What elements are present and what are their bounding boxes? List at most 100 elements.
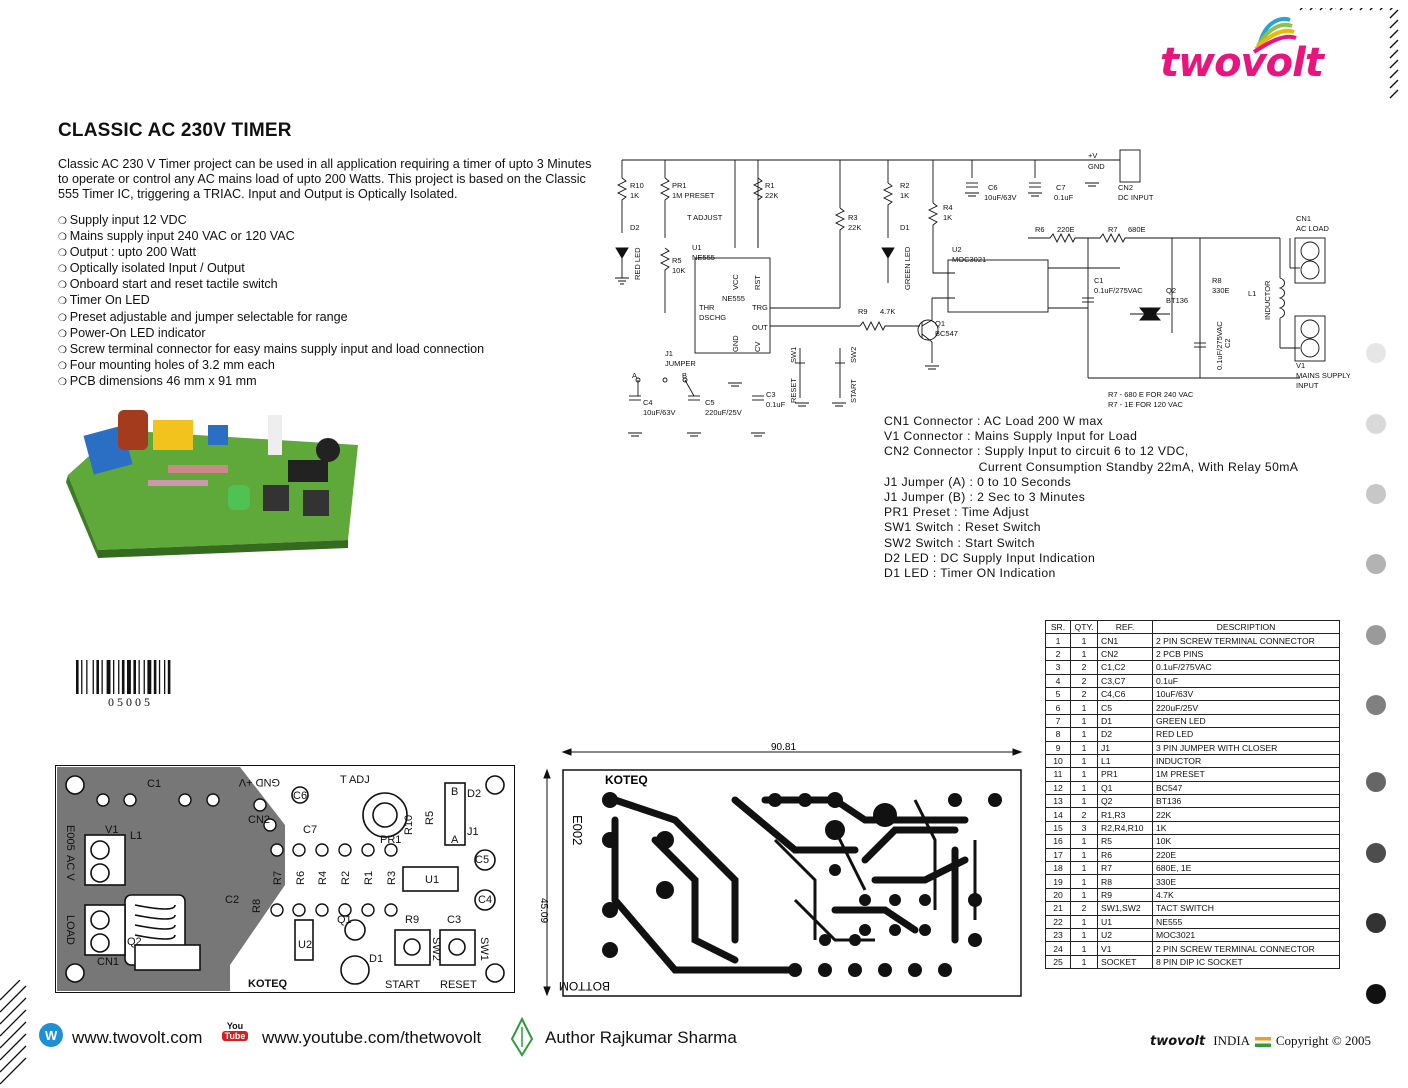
label-start: START — [849, 379, 858, 403]
circuit-schematic: R10 1K PR1 1M PRESET T ADJUST R1 22K R3 … — [610, 148, 1351, 437]
label-c1-value: 0.1uF/275VAC — [1094, 286, 1143, 295]
label-rst: RST — [753, 275, 762, 290]
decorative-dot — [1366, 414, 1386, 434]
label-j1: J1 — [665, 349, 673, 358]
bom-cell-ref: R1,R3 — [1097, 807, 1153, 822]
silk-a: A — [451, 834, 459, 846]
bom-cell-qty: 2 — [1070, 686, 1098, 702]
youtube-link[interactable]: www.youtube.com/thetwovolt — [262, 1028, 482, 1047]
label-cv: CV — [753, 342, 762, 352]
silk-r4: R4 — [317, 871, 329, 885]
label-c3-value: 0.1uF — [766, 400, 786, 409]
label-pr1: PR1 — [672, 181, 687, 190]
bom-cell-description: 330E — [1152, 874, 1340, 889]
copper-code: E002 — [570, 815, 585, 845]
label-d1: D1 — [900, 223, 910, 232]
pen-nib-icon — [510, 1017, 534, 1057]
author-credit: Author Rajkumar Sharma — [545, 1028, 737, 1047]
bom-cell-qty: 1 — [1070, 887, 1098, 903]
bom-cell-sr: 5 — [1045, 686, 1071, 702]
bom-cell-ref: R7 — [1097, 861, 1153, 876]
bom-header-sr: SR. — [1045, 619, 1071, 635]
note-line: Current Consumption Standby 22mA, With R… — [884, 459, 1299, 474]
india-flag-icon — [1254, 1037, 1271, 1048]
silk-u2: U2 — [298, 939, 312, 951]
label-q2-value: BT136 — [1166, 296, 1188, 305]
bom-cell-qty: 1 — [1070, 753, 1098, 769]
silk-start: START — [385, 979, 420, 991]
website-link[interactable]: www.twovolt.com — [72, 1028, 203, 1047]
silk-c7: C7 — [303, 824, 317, 836]
note-line: V1 Connector : Mains Supply Input for Lo… — [884, 429, 1138, 444]
bom-cell-sr: 22 — [1045, 914, 1071, 929]
bom-cell-qty: 1 — [1070, 740, 1098, 755]
label-dc-input: DC INPUT — [1118, 193, 1154, 202]
bom-cell-qty: 2 — [1070, 807, 1098, 822]
bom-cell-sr: 9 — [1045, 740, 1071, 755]
bom-cell-qty: 1 — [1070, 847, 1098, 863]
barcode-bar — [81, 660, 83, 694]
svg-text:W: W — [45, 1028, 58, 1043]
bom-cell-ref: R9 — [1097, 887, 1153, 903]
bom-cell-qty: 1 — [1070, 767, 1098, 782]
label-mains-input: INPUT — [1296, 381, 1319, 390]
youtube-icon-top: You — [226, 1021, 244, 1031]
label-thr: THR — [699, 303, 715, 312]
silk-r3: R3 — [386, 871, 398, 885]
barcode-bar — [153, 660, 157, 694]
label-gnd: GND — [731, 335, 740, 352]
bom-cell-sr: 24 — [1045, 941, 1071, 956]
label-gnd-input: GND — [1088, 162, 1105, 171]
bom-cell-sr: 6 — [1045, 700, 1071, 715]
label-reset: RESET — [789, 378, 798, 403]
bom-cell-sr: 20 — [1045, 887, 1071, 903]
label-u1-value: NE555 — [692, 253, 715, 262]
label-vcc: VCC — [731, 274, 740, 290]
bom-cell-sr: 3 — [1045, 660, 1071, 675]
bom-cell-ref: R2,R4,R10 — [1097, 820, 1153, 836]
bom-cell-qty: 1 — [1070, 727, 1098, 742]
barcode-bar — [76, 660, 79, 694]
silk-r5: R5 — [424, 811, 436, 825]
label-cn2: CN2 — [1118, 183, 1133, 192]
label-cn1: CN1 — [1296, 214, 1311, 223]
note-line: J1 Jumper (B) : 2 Sec to 3 Minutes — [884, 490, 1086, 505]
barcode-bar — [113, 660, 115, 694]
bom-cell-ref: C1,C2 — [1097, 660, 1153, 675]
bom-cell-sr: 10 — [1045, 753, 1071, 769]
bom-cell-qty: 1 — [1070, 954, 1098, 970]
silk-tadj: T ADJ — [340, 774, 370, 786]
feature-item: Mains supply input 240 VAC or 120 VAC — [58, 229, 484, 245]
barcode-bar — [118, 660, 120, 694]
barcode-bar — [158, 660, 161, 694]
bom-cell-description: 0.1uF — [1152, 673, 1340, 688]
label-c1: C1 — [1094, 276, 1104, 285]
bom-cell-sr: 19 — [1045, 874, 1071, 889]
label-sw2: SW2 — [849, 347, 858, 363]
bom-cell-qty: 3 — [1070, 820, 1098, 836]
silk-koteq: KOTEQ — [248, 978, 288, 990]
silk-load: LOAD — [64, 915, 76, 945]
label-q2: Q2 — [1166, 286, 1176, 295]
label-pr1-value: 1M PRESET — [672, 191, 715, 200]
label-c5-value: 220uF/25V — [705, 408, 742, 417]
bom-cell-ref: L1 — [1097, 753, 1153, 769]
label-c5: C5 — [705, 398, 715, 407]
silk-c6: C6 — [293, 790, 307, 802]
silk-j1: J1 — [467, 826, 479, 838]
feature-item: Four mounting holes of 3.2 mm each — [58, 358, 484, 374]
bom-cell-sr: 8 — [1045, 727, 1071, 742]
barcode-bar — [164, 660, 166, 694]
